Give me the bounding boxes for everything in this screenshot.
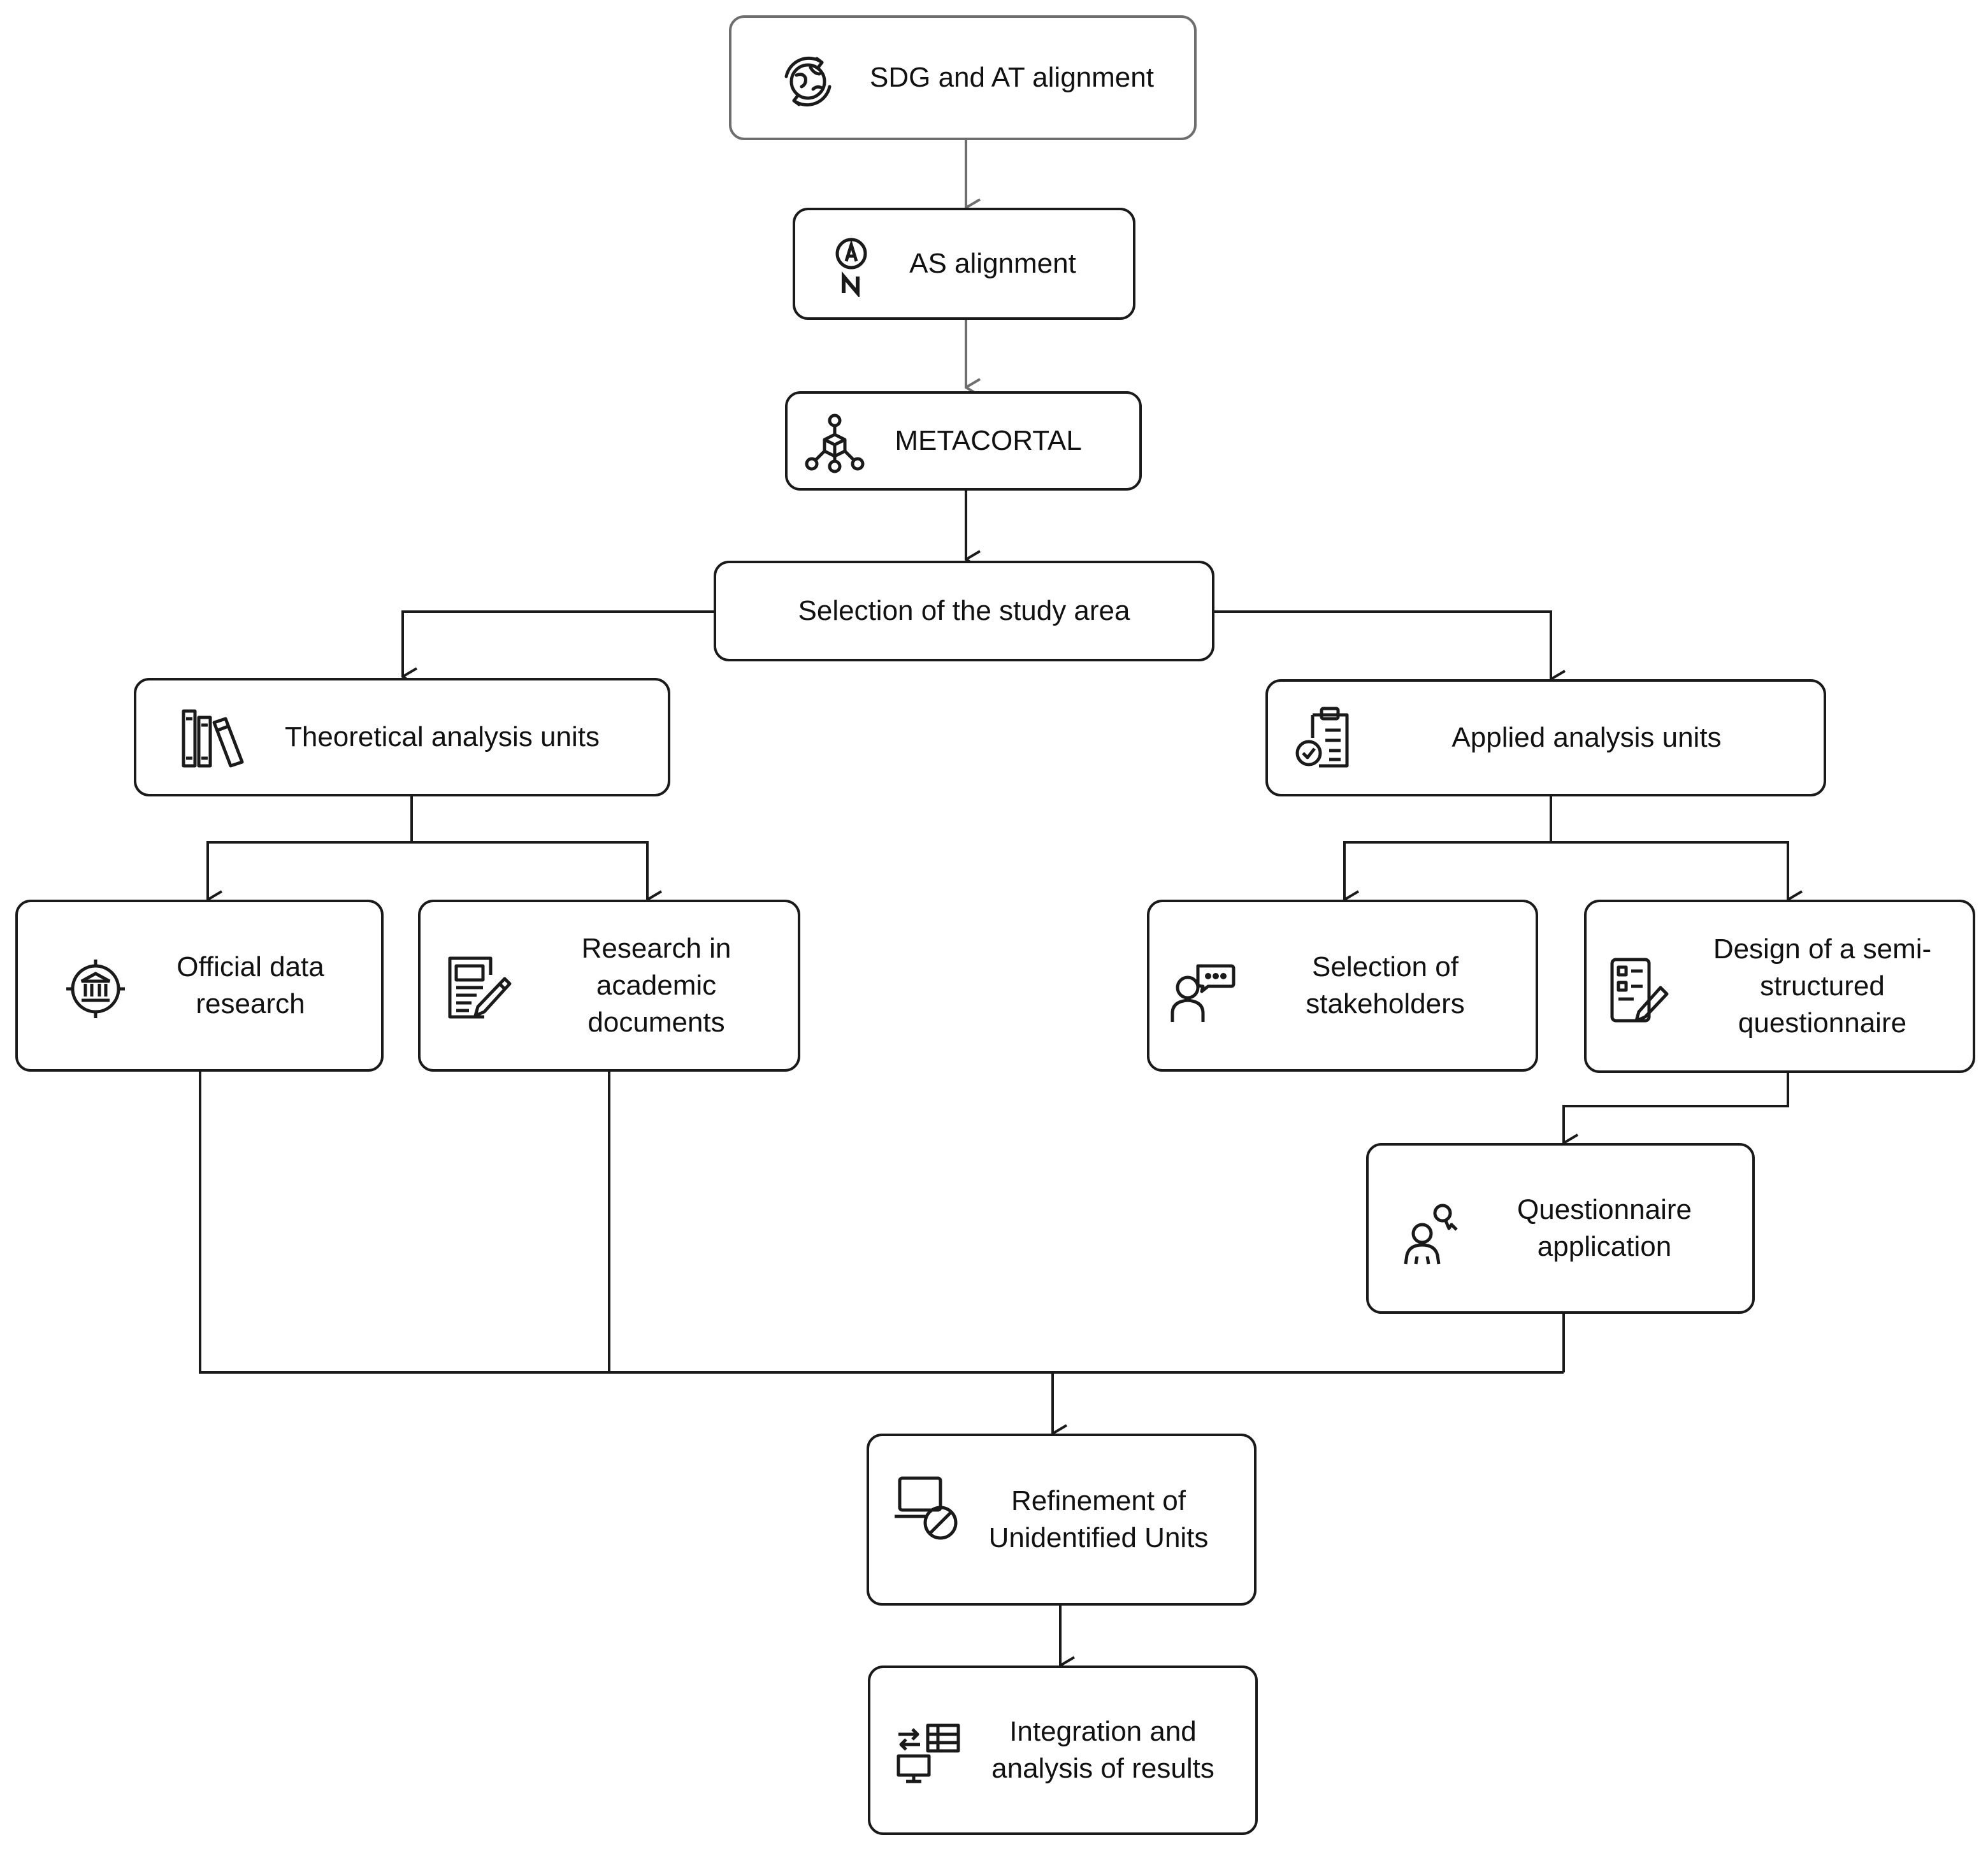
bank-target-icon <box>66 960 125 1018</box>
document-pencil-icon <box>448 956 512 1019</box>
node-research-academic-documents: Research in academic documents <box>418 900 800 1072</box>
node-design-questionnaire: Design of a semi- structured questionnai… <box>1584 900 1975 1073</box>
edge-applied-to-stakeholders <box>1343 796 1552 900</box>
books-icon <box>182 709 244 768</box>
node-label: Refinement of Unidentified Units <box>988 1485 1209 1553</box>
clipboard-check-icon <box>1295 707 1349 768</box>
computer-table-sync-icon <box>897 1723 960 1783</box>
people-cursor-icon <box>1404 1204 1458 1265</box>
node-as-alignment: AS alignment <box>793 208 1135 320</box>
node-label: METACORTAL <box>895 425 1082 456</box>
node-label: Theoretical analysis units <box>284 721 600 752</box>
node-label: Integration and analysis of results <box>991 1716 1214 1784</box>
node-refinement-unidentified-units: Refinement of Unidentified Units <box>867 1434 1257 1606</box>
node-label: Selection of the study area <box>798 595 1130 626</box>
node-label: Official data research <box>176 951 324 1019</box>
node-metacortal: METACORTAL <box>785 391 1142 491</box>
edge-official-data-to-merge <box>199 1072 1564 1374</box>
node-official-data-research: Official data research <box>15 900 384 1072</box>
node-label: Questionnaire application <box>1517 1194 1692 1262</box>
edge-theoretical-to-official-data <box>206 796 413 900</box>
node-label: Applied analysis units <box>1451 722 1722 753</box>
network-cube-icon <box>805 414 865 473</box>
node-integration-analysis-results: Integration and analysis of results <box>868 1666 1258 1835</box>
compass-north-icon <box>835 238 867 297</box>
node-selection-stakeholders: Selection of stakeholders <box>1147 900 1538 1072</box>
person-speech-icon <box>1170 964 1235 1022</box>
edge-applied-to-questionnaire-design <box>1551 841 1788 900</box>
node-label: Research in academic documents <box>581 933 731 1038</box>
edge-study-area-to-applied <box>1214 610 1551 679</box>
node-label: SDG and AT alignment <box>870 62 1154 93</box>
node-label: AS alignment <box>909 248 1076 279</box>
node-questionnaire-application: Questionnaire application <box>1366 1143 1755 1314</box>
form-pencil-icon <box>1610 958 1669 1023</box>
node-theoretical-analysis-units: Theoretical analysis units <box>134 678 670 796</box>
node-sdg-at-alignment: SDG and AT alignment <box>729 15 1197 140</box>
laptop-blocked-icon <box>895 1476 958 1540</box>
node-applied-analysis-units: Applied analysis units <box>1265 679 1826 796</box>
edge-theoretical-to-academic-docs <box>412 841 647 900</box>
globe-cycle-icon <box>784 56 832 107</box>
node-label: Design of a semi- structured questionnai… <box>1713 933 1932 1039</box>
node-label: Selection of stakeholders <box>1306 951 1465 1019</box>
node-selection-study-area: Selection of the study area <box>714 561 1214 661</box>
edge-study-area-to-theoretical <box>401 610 717 677</box>
edge-design-to-application <box>1562 1073 1789 1143</box>
